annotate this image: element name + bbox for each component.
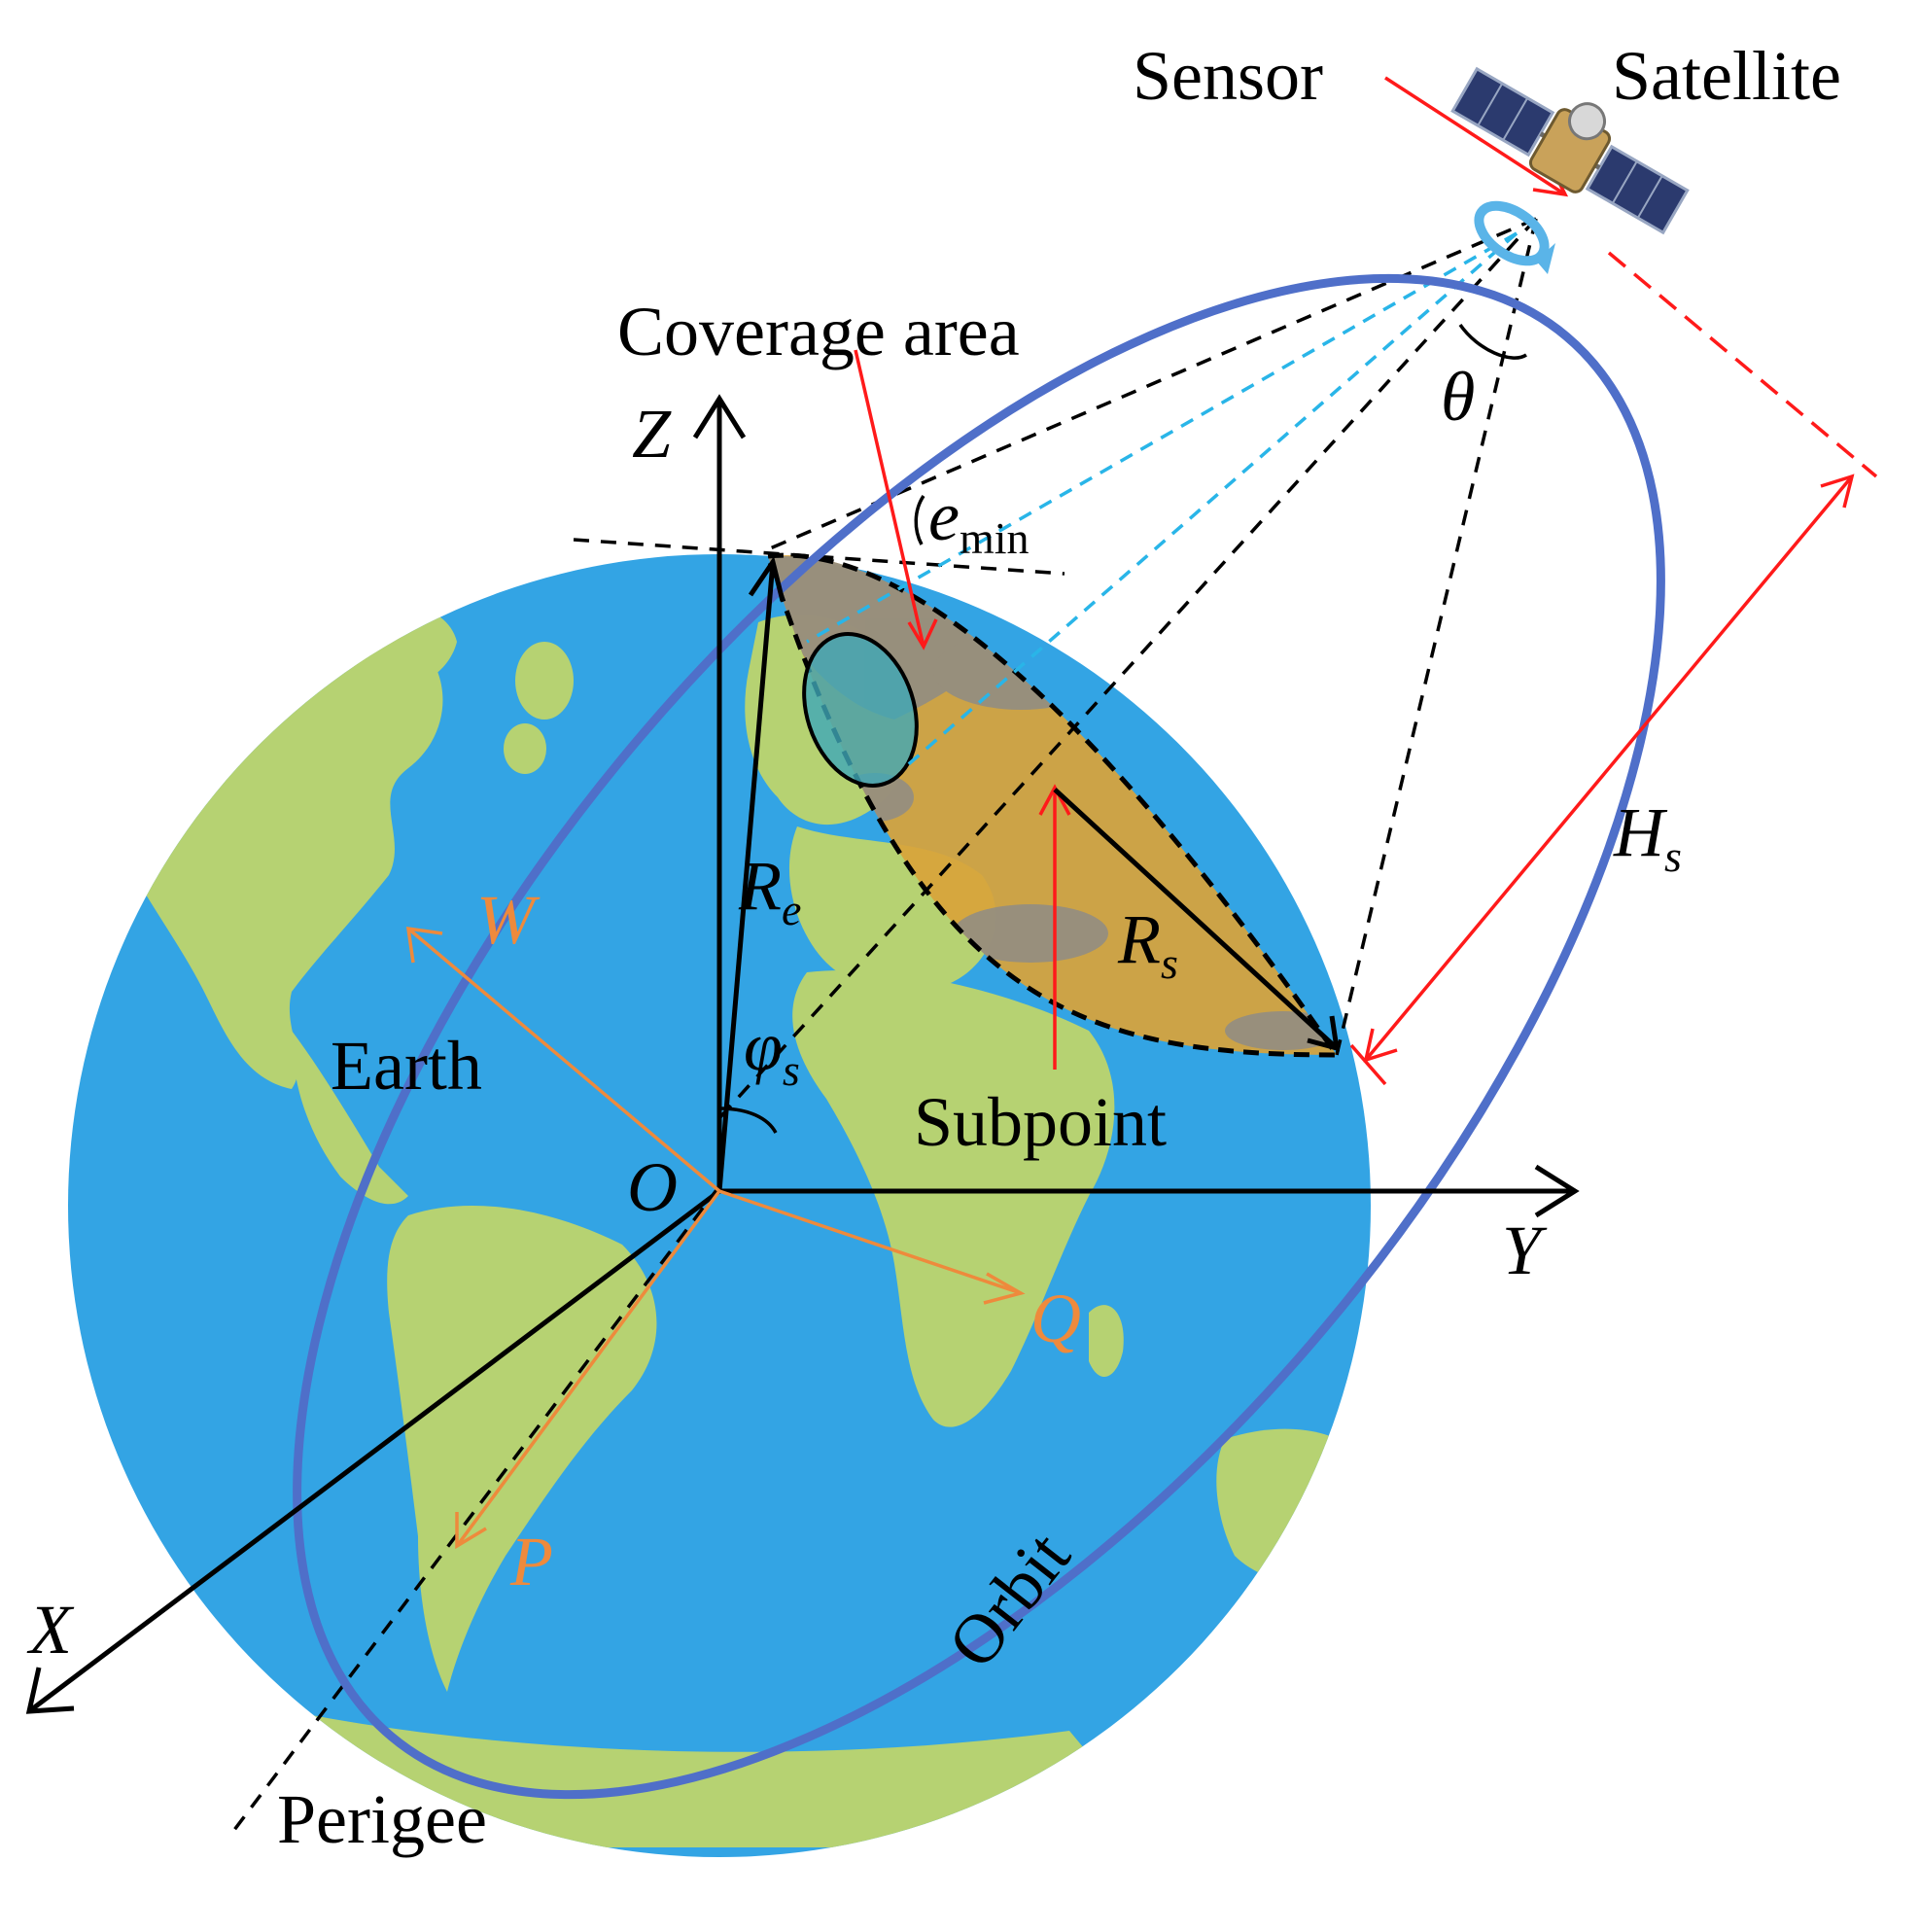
pqw-vectors <box>405 926 1026 1550</box>
angle-arcs <box>718 323 1527 1134</box>
earth-label: Earth <box>331 1027 482 1105</box>
perigee-label: Perigee <box>277 1780 487 1858</box>
p-vector-label: P <box>509 1523 553 1600</box>
r-s-label: Rs <box>1117 900 1178 988</box>
island-land <box>504 723 546 774</box>
rs-vector-arrowhead <box>1307 1015 1341 1052</box>
sensor-pointer-line <box>1384 76 1566 196</box>
phi-s-subscript: s <box>783 1045 800 1095</box>
w-vector-label: W <box>476 881 541 959</box>
island-land <box>515 642 574 720</box>
h-s-base: H <box>1613 793 1668 871</box>
theta-arc <box>1458 323 1527 360</box>
coverage-pointer-arrowhead <box>907 618 938 650</box>
origin-label: O <box>627 1148 678 1226</box>
r-e-subscript: e <box>782 885 801 934</box>
theta-label: θ <box>1441 358 1475 436</box>
africa-land <box>792 970 1115 1427</box>
z-axis-label: Z <box>632 395 672 473</box>
r-s-base: R <box>1117 900 1161 978</box>
q-vector-arrowhead <box>983 1272 1026 1305</box>
x-axis-arrowhead <box>25 1667 75 1714</box>
p-vector-line <box>455 1189 721 1548</box>
e-min-label: emin <box>928 477 1030 563</box>
sensor-rotation-icon <box>1474 200 1555 274</box>
rs-vector-line <box>1053 788 1339 1050</box>
coverage-area-label: Coverage area <box>617 293 1020 370</box>
madagascar-land <box>1089 1305 1124 1378</box>
subpoint-pointer-arrowhead <box>1038 784 1071 816</box>
x-axis-label: X <box>26 1591 75 1669</box>
h-s-subscript: s <box>1664 831 1682 881</box>
r-e-label: Re <box>738 847 801 934</box>
r-s-subscript: s <box>1161 938 1178 988</box>
r-e-base: R <box>738 847 782 925</box>
phi-s-label: φs <box>744 1007 800 1095</box>
x-axis-line <box>27 1189 721 1713</box>
w-vector-line <box>406 927 721 1193</box>
re-vector-arrowhead <box>748 555 785 602</box>
e-min-arc <box>914 495 925 545</box>
e-min-subscript: min <box>960 513 1030 563</box>
satellite-icon <box>1450 66 1690 235</box>
sensor-footprint <box>802 632 919 788</box>
satellite-label: Satellite <box>1612 37 1841 115</box>
hs-extension-line <box>1607 251 1878 478</box>
p-vector-arrowhead <box>455 1512 487 1550</box>
sensor-beam-lines <box>806 231 1519 770</box>
coverage-cone-lines <box>227 217 1538 1840</box>
central-america-land <box>292 1031 408 1205</box>
e-min-base: e <box>928 477 960 555</box>
y-axis-arrowhead <box>1534 1164 1580 1218</box>
hs-dimension-line <box>1364 474 1854 1062</box>
hs-arrowhead-top <box>1820 474 1855 509</box>
w-vector-arrowhead <box>405 926 443 964</box>
orbit-path <box>293 273 1665 1800</box>
red-annotations <box>854 76 1878 1086</box>
h-s-label: Hs <box>1613 793 1682 881</box>
y-axis-label: Y <box>1502 1212 1548 1289</box>
phi-s-arc <box>718 1107 778 1134</box>
sensor-label: Sensor <box>1133 37 1323 115</box>
phi-s-base: φ <box>744 1007 783 1085</box>
re-vector-line <box>716 561 776 1192</box>
coverage-pointer-line <box>854 349 925 648</box>
q-vector-label: Q <box>1030 1280 1081 1357</box>
q-vector-line <box>718 1189 1022 1295</box>
coordinate-axes <box>25 394 1580 1714</box>
subpoint-label: Subpoint <box>914 1083 1167 1161</box>
hs-tick-bottom <box>1349 1043 1387 1086</box>
z-axis-arrowhead <box>692 394 747 439</box>
